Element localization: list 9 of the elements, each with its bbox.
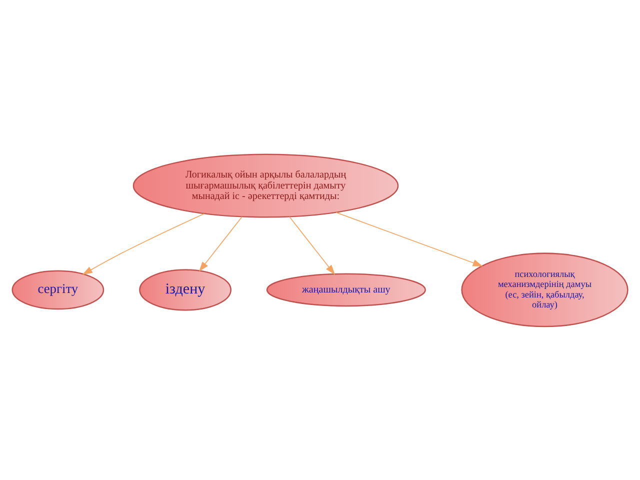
node-ellipse: сергіту: [12, 270, 104, 310]
node-ellipse: жаңашылдықты ашу: [266, 272, 426, 306]
node-ellipse: Логикалық ойын арқылы балалардың шығармашылық қабілеттерін дамыту мынадай іс - әрекеттерді қамтиды:: [132, 153, 399, 218]
node-ellipse: іздену: [139, 268, 232, 310]
arrow: [289, 216, 336, 274]
arrow: [82, 212, 205, 274]
arrow: [336, 212, 483, 266]
node-ellipse: психологиялық механизмдерінің дамуы (ес, зейін, қабылдау, ойлау): [461, 252, 628, 327]
arrow: [198, 216, 242, 272]
